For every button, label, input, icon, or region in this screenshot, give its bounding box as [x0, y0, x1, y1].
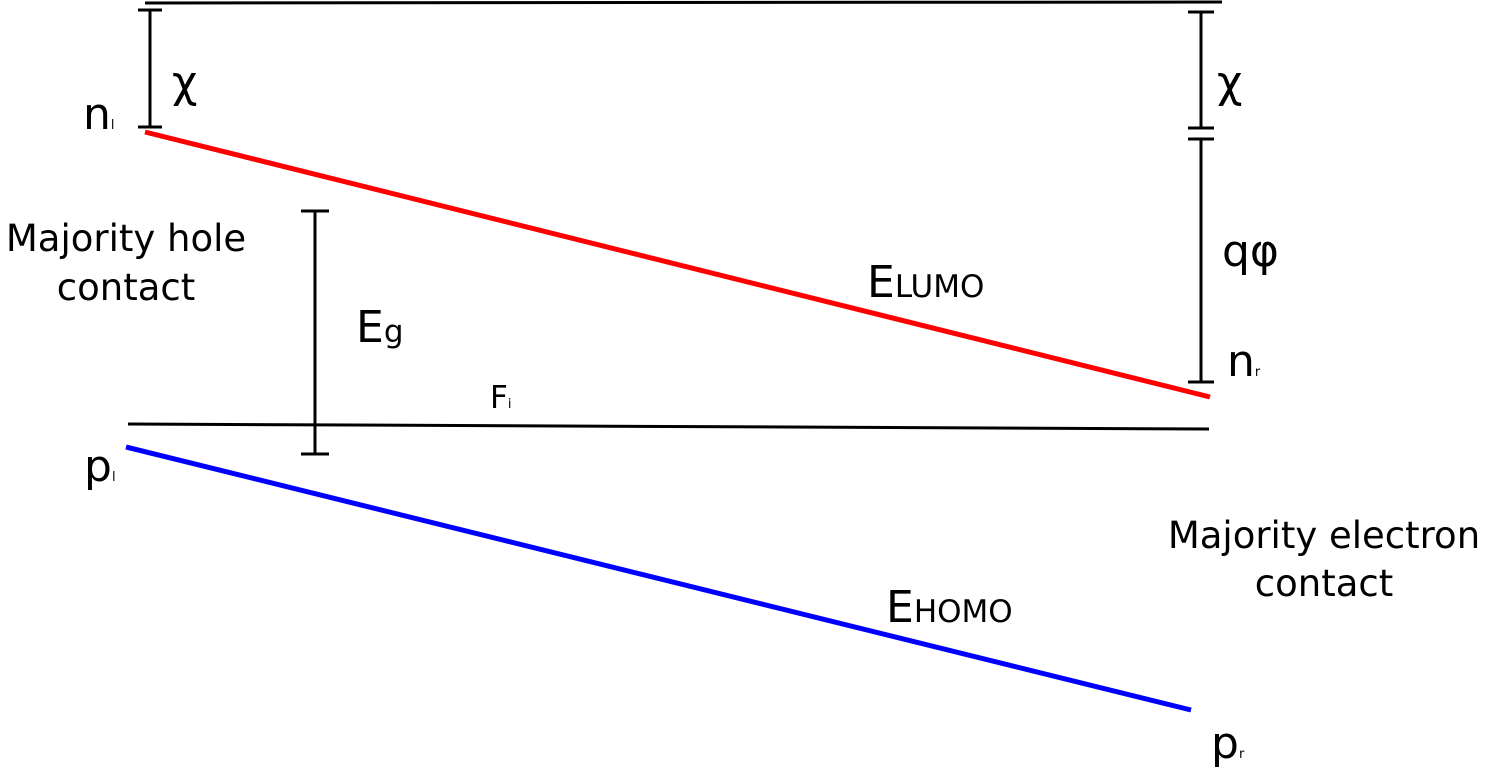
- chi-left-label: χ: [172, 57, 197, 108]
- n-right-label: nr: [1227, 336, 1261, 387]
- homo-line: [125, 444, 1192, 713]
- lumo-line: [144, 129, 1211, 400]
- fermi-level-line: [127, 422, 1210, 431]
- q-phi-label: qφ: [1222, 226, 1279, 277]
- band-gap-bracket: [301, 209, 329, 456]
- q-phi-bracket: [1188, 137, 1214, 384]
- fermi-level-label: Fi: [490, 380, 511, 416]
- band-gap-label: Eg: [356, 302, 404, 353]
- lumo-label: ELUMO: [867, 257, 984, 308]
- p-right-label: pr: [1211, 718, 1245, 769]
- vacuum-level-line: [144, 0, 1223, 5]
- electron-contact-label-line2: contact: [1255, 562, 1393, 605]
- p-left-label: pl: [84, 441, 116, 492]
- hole-contact-label-line2: contact: [57, 266, 195, 309]
- chi-right-bracket: [1188, 10, 1214, 130]
- electron-contact-label-line1: Majority electron: [1168, 514, 1480, 557]
- chi-right-label: χ: [1217, 57, 1242, 108]
- n-left-label: nl: [83, 89, 115, 140]
- homo-label: EHOMO: [886, 582, 1013, 633]
- hole-contact-label-line1: Majority hole: [6, 217, 246, 260]
- chi-left-bracket: [138, 8, 162, 129]
